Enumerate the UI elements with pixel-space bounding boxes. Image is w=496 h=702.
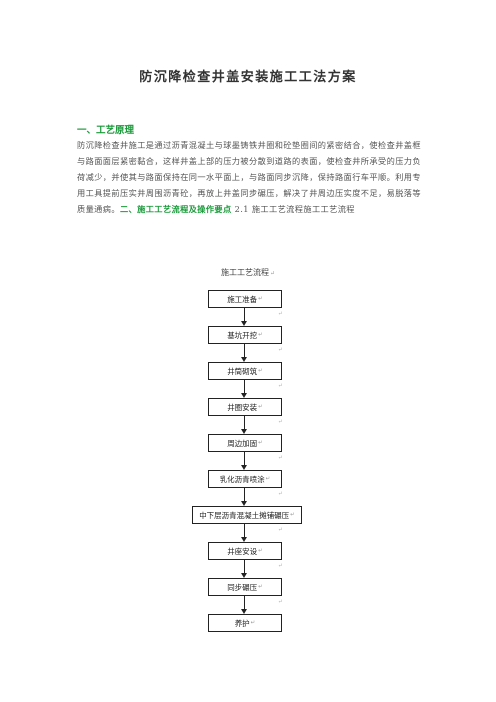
paragraph-mark-icon: ↵: [278, 347, 283, 353]
section1-heading: 一、工艺原理: [77, 125, 135, 136]
flow-step-6: 乳化沥青喷涂↵: [208, 470, 282, 488]
paragraph-mark-icon: ↵: [278, 455, 283, 461]
paragraph-mark-icon: ↵: [250, 620, 256, 626]
flow-step-4: 井圈安装↵: [208, 398, 282, 416]
flow-step-label: 养护: [234, 618, 250, 628]
flow-connector: [244, 524, 245, 539]
flow-step-label: 中下层沥青混凝土摊铺碾压: [199, 510, 290, 520]
paragraph-mark-icon: ↵: [278, 383, 283, 389]
paragraph-mark-icon: ↵: [258, 332, 263, 338]
paragraph-mark-icon: ↵: [278, 311, 283, 317]
flow-step-1: 施工准备↵: [208, 290, 282, 308]
flow-connector: [244, 416, 245, 431]
flow-connector: [244, 488, 245, 503]
flow-step-label: 井座安设: [227, 546, 258, 556]
paragraph-mark-icon: ↵: [278, 563, 283, 569]
flow-step-label: 同步碾压: [227, 582, 258, 592]
paragraph-mark-icon: ↵: [258, 368, 263, 374]
flow-connector: [244, 452, 245, 467]
paragraph-mark-icon: ↵: [258, 404, 263, 410]
flow-step-3: 井筒砌筑↵: [208, 362, 282, 380]
arrow-down-icon: [241, 429, 247, 434]
flow-step-2: 基坑开挖↵: [208, 326, 282, 344]
flow-connector: [244, 560, 245, 575]
arrow-down-icon: [241, 501, 247, 506]
flow-connector: [244, 344, 245, 359]
arrow-down-icon: [241, 393, 247, 398]
paragraph-mark-icon: ↵: [278, 491, 283, 497]
flowchart-caption: 施工工艺流程↵: [0, 267, 496, 278]
paragraph-mark-icon: ↵: [278, 419, 283, 425]
arrow-down-icon: [241, 537, 247, 542]
flow-connector: [244, 308, 245, 323]
flow-step-10: 养护↵: [208, 614, 282, 632]
section1-paragraph: 防沉降检查井施工是通过沥青混凝土与球墨铸铁井圈和砼垫圈间的紧密结合，使检查井盖框…: [77, 137, 421, 217]
paragraph-mark-icon: ↵: [258, 440, 263, 446]
flow-step-9: 同步碾压↵: [208, 578, 282, 596]
section2-subheading: 2.1 施工工艺流程施工工艺流程: [234, 204, 355, 214]
document-title: 防沉降检查井盖安装施工工法方案: [139, 70, 357, 85]
flow-step-label: 井圈安装: [227, 402, 258, 412]
flow-connector: [244, 380, 245, 395]
paragraph-mark-icon: ↵: [269, 270, 276, 277]
flow-step-label: 基坑开挖: [227, 330, 258, 340]
paragraph-mark-icon: ↵: [258, 548, 263, 554]
paragraph-mark-icon: ↵: [258, 296, 263, 302]
arrow-down-icon: [241, 609, 247, 614]
flowchart-caption-text: 施工工艺流程: [220, 268, 269, 277]
flow-step-label: 施工准备: [227, 294, 258, 304]
arrow-down-icon: [241, 573, 247, 578]
paragraph-mark-icon: ↵: [258, 584, 263, 590]
flow-connector: [244, 596, 245, 611]
arrow-down-icon: [241, 321, 247, 326]
paragraph-mark-icon: ↵: [278, 527, 283, 533]
paragraph-mark-icon: ↵: [265, 476, 271, 482]
flow-step-8: 井座安设↵: [208, 542, 282, 560]
section2-heading: 二、施工工艺流程及操作要点: [119, 204, 232, 214]
arrow-down-icon: [241, 465, 247, 470]
section1-body: 防沉降检查井施工是通过沥青混凝土与球墨铸铁井圈和砼垫圈间的紧密结合，使检查井盖框…: [77, 140, 421, 214]
flow-step-label: 乳化沥青喷涂: [219, 474, 265, 484]
flow-step-label: 井筒砌筑: [227, 366, 258, 376]
flow-step-7: 中下层沥青混凝土摊铺碾压↵: [192, 506, 302, 524]
arrow-down-icon: [241, 357, 247, 362]
paragraph-mark-icon: ↵: [290, 512, 295, 518]
flow-step-5: 周边加固↵: [208, 434, 282, 452]
paragraph-mark-icon: ↵: [278, 599, 283, 605]
flow-step-label: 周边加固: [227, 438, 258, 448]
